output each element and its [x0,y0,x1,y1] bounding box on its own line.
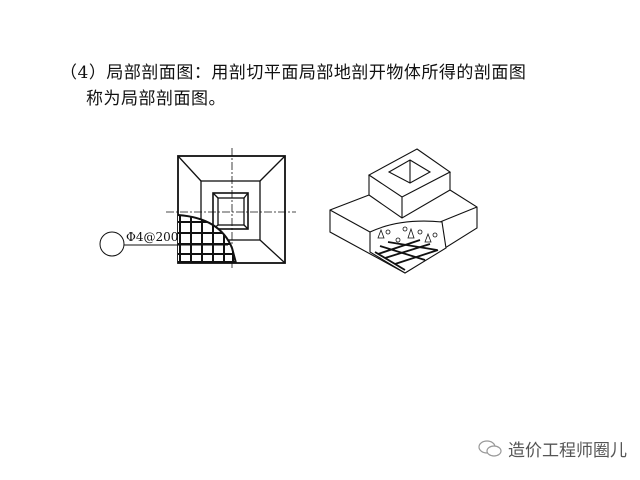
iso-rebar-grid [374,239,439,271]
wechat-icon [478,439,502,457]
concrete-aggregate [377,226,438,243]
watermark: 造价工程师圈儿 [478,436,627,461]
watermark-text: 造价工程师圈儿 [508,441,627,461]
plan-view [99,148,296,270]
heading-line-1: （4）局部剖面图：用剖切平面局部地剖开物体所得的剖面图 [60,63,527,83]
rebar-label: Φ4@200 [126,230,179,244]
isometric-view [329,148,478,274]
heading-line-2: 称为局部剖面图。 [86,89,226,109]
